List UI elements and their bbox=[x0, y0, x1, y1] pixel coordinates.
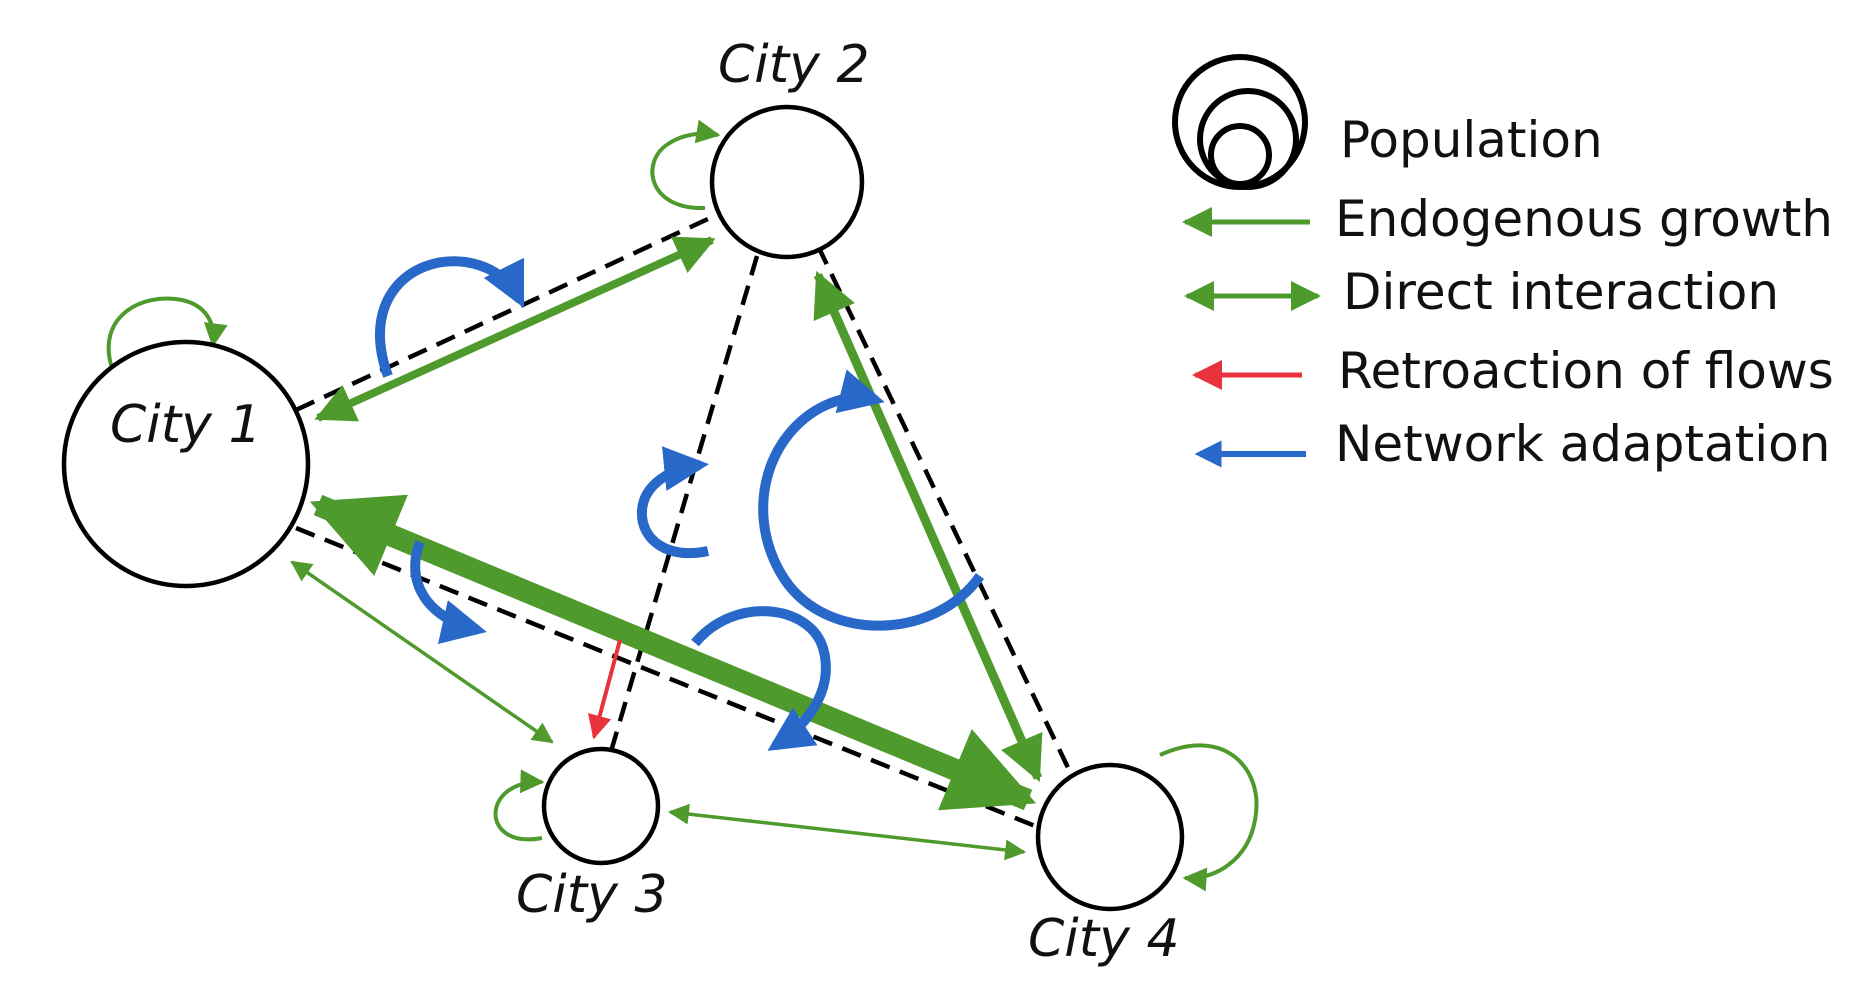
city2-node[interactable] bbox=[709, 104, 865, 260]
growth-loop-city2 bbox=[650, 119, 721, 211]
link-city1-city2 bbox=[295, 215, 711, 413]
network-adaptation-arcs bbox=[374, 256, 985, 751]
legend-population-label: Population bbox=[1340, 111, 1603, 169]
city3-label: City 3 bbox=[516, 865, 668, 925]
interaction-city2-city4 bbox=[813, 270, 1043, 783]
cities bbox=[61, 104, 1185, 912]
adaptation-arc-city1-city2 bbox=[374, 256, 525, 378]
city2-label: City 2 bbox=[718, 35, 870, 95]
growth-loop-city4 bbox=[1159, 743, 1259, 892]
endogenous-growth-loops bbox=[106, 119, 1259, 892]
adaptation-arc-city2-city4 bbox=[758, 369, 985, 631]
direct-interactions bbox=[290, 236, 1043, 861]
link-city1-city4 bbox=[295, 525, 1046, 833]
city4-label: City 4 bbox=[1028, 909, 1180, 969]
adaptation-arc-city2-city3 bbox=[636, 446, 710, 559]
legend-direct-interaction-label: Direct interaction bbox=[1343, 263, 1779, 321]
legend-network-adaptation-label: Network adaptation bbox=[1335, 415, 1830, 473]
interaction-city1-city3 bbox=[290, 560, 554, 744]
interaction-city1-city2 bbox=[314, 236, 716, 422]
legend: Population Endogenous growth Direct inte… bbox=[1172, 54, 1834, 473]
population-legend-icon bbox=[1172, 54, 1308, 190]
legend-retroaction-label: Retroaction of flows bbox=[1338, 342, 1834, 400]
growth-loop-city1 bbox=[106, 296, 228, 369]
interaction-city3-city4 bbox=[667, 803, 1027, 861]
link-city2-city4 bbox=[815, 245, 1075, 777]
city1-node[interactable] bbox=[61, 339, 311, 589]
adaptation-arc-city1-city3 bbox=[410, 540, 487, 644]
city1-label: City 1 bbox=[110, 395, 262, 455]
retroaction-arrow bbox=[588, 639, 622, 740]
city4-node[interactable] bbox=[1035, 762, 1185, 912]
network-links bbox=[295, 215, 1075, 833]
growth-loop-city3 bbox=[493, 769, 545, 842]
adaptation-arc-city1-city4 bbox=[691, 606, 831, 751]
legend-endogenous-growth-label: Endogenous growth bbox=[1335, 190, 1833, 248]
city3-node[interactable] bbox=[541, 746, 661, 866]
